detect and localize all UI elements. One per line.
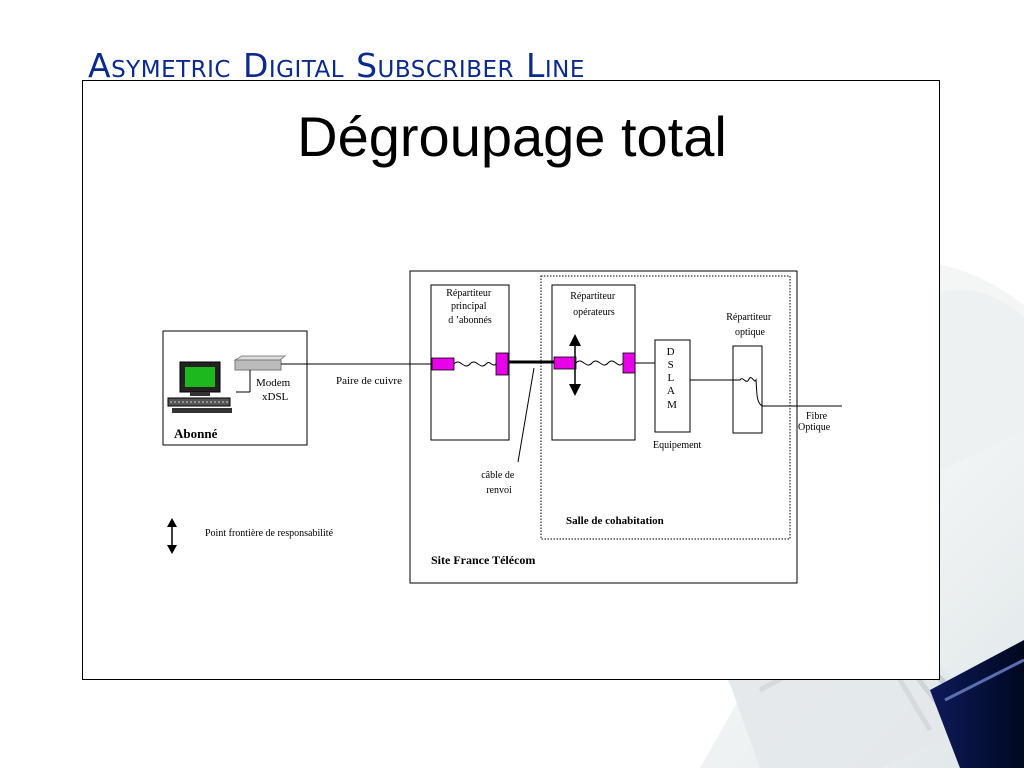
dslam-letter-d: D	[667, 346, 675, 358]
dslam-letter-l: L	[667, 372, 674, 384]
svg-text:Répartiteur opérateurs: Répartiteur opérateurs	[570, 291, 617, 318]
heading-word-2: Digital	[242, 46, 345, 85]
heading-word-3: Subscriber	[356, 46, 514, 85]
optical-distribution-label-2: optique	[735, 327, 766, 338]
computer-icon	[167, 361, 232, 413]
subscriber-box	[162, 330, 308, 446]
colocation-room	[540, 275, 791, 540]
connector-3	[553, 356, 577, 370]
dslam-letter-a: A	[667, 385, 675, 397]
optical-distribution-frame	[732, 345, 763, 434]
optical-distribution-label-1: Répartiteur	[726, 312, 772, 323]
heading-word-1: Asymetric	[88, 46, 231, 85]
dslam-box	[654, 339, 691, 433]
svg-text:Répartiteur optique: Répartiteur optique	[726, 312, 773, 338]
main-distribution-label-2: principal	[451, 301, 487, 312]
legend-label: Point frontière de responsabilité	[205, 528, 334, 539]
crossover-label-1: câble de	[481, 470, 515, 481]
modem-icon	[233, 355, 287, 371]
svg-text:D S L A M: D S L A M	[667, 346, 678, 411]
site-box	[409, 270, 798, 584]
svg-text:câble de renvoi: câble de renvoi	[481, 470, 517, 496]
site-label: Site France Télécom	[431, 553, 535, 567]
dslam-letter-m: M	[667, 399, 677, 411]
crossover-label-2: renvoi	[486, 485, 512, 496]
subscriber-label: Abonné	[174, 426, 218, 441]
svg-text:Répartiteur principal: Répartiteur principal d ’abonnés	[446, 288, 493, 326]
fiber-label-1: Fibre	[806, 411, 828, 422]
modem-label-line1: Modem	[256, 377, 291, 389]
responsibility-arrow-icon	[569, 334, 581, 396]
legend-arrow-icon	[167, 518, 177, 554]
fiber-label-2: Optique	[798, 422, 831, 433]
connector-1	[431, 357, 455, 371]
dslam-letter-s: S	[668, 359, 674, 371]
heading-word-4: Line	[525, 46, 585, 85]
unbundling-diagram: Modem xDSL Abonné Paire de cuivre Site F…	[150, 262, 842, 592]
operator-distribution-label-2: opérateurs	[573, 307, 615, 318]
modem-label-line2: xDSL	[262, 391, 289, 403]
colocation-room-label: Salle de cohabitation	[566, 515, 664, 527]
svg-text:Fibre Optique: Fibre Optique	[798, 411, 831, 433]
connector-2	[495, 352, 509, 376]
slide-title: Dégroupage total	[297, 105, 727, 168]
equipment-label: Equipement	[653, 440, 702, 451]
operator-distribution-label-1: Répartiteur	[570, 291, 616, 302]
copper-pair-label: Paire de cuivre	[336, 375, 402, 387]
slide-heading: Asymetric Digital Subscriber Line	[88, 46, 597, 86]
connector-4	[622, 352, 636, 374]
main-distribution-label-3: d ’abonnés	[448, 315, 492, 326]
main-distribution-label-1: Répartiteur	[446, 288, 492, 299]
